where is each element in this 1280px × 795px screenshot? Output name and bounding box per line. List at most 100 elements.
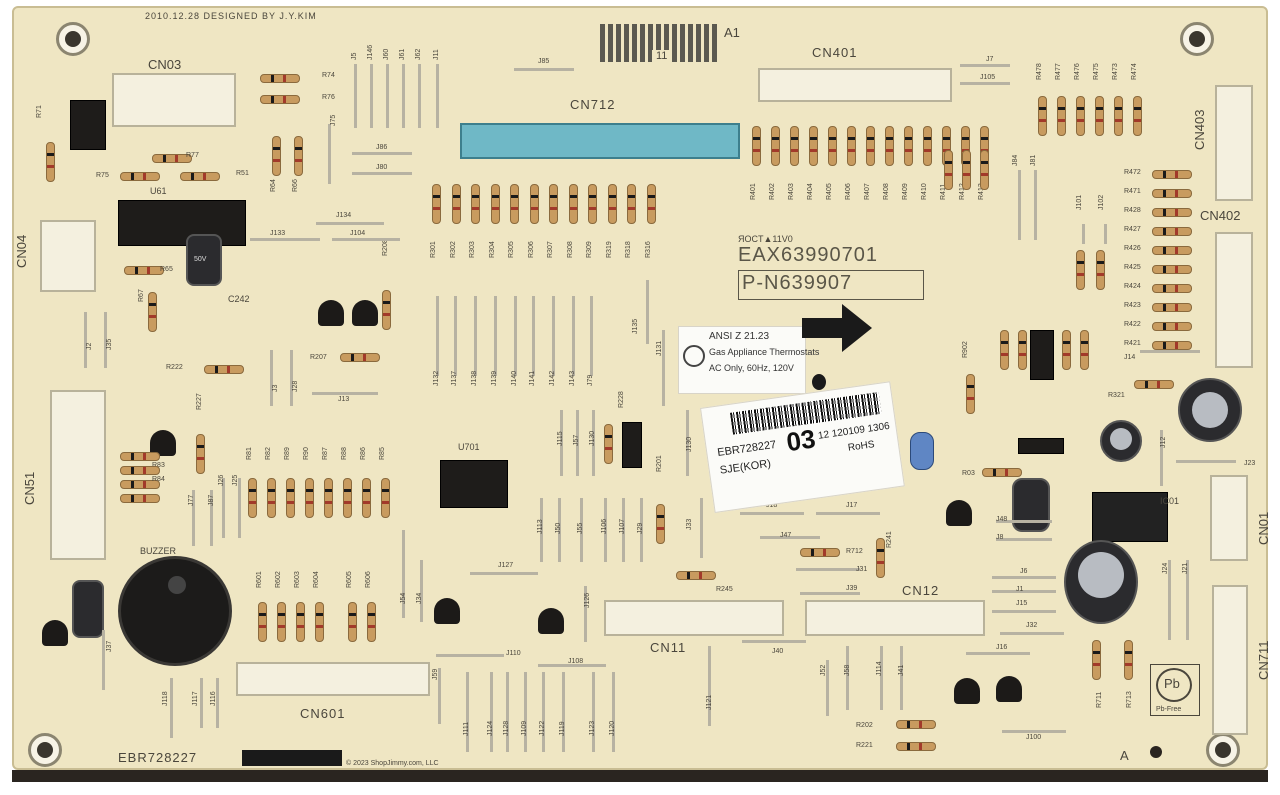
resistor-label: R51 <box>236 170 249 177</box>
jumper-wire <box>992 610 1056 613</box>
resistor-label: R89 <box>284 447 291 460</box>
resistor-r66 <box>294 136 303 176</box>
resistor <box>120 466 160 475</box>
resistor-label: R227 <box>196 393 203 410</box>
resistor-r300 <box>627 184 636 224</box>
jumper-label: J123 <box>589 720 596 736</box>
ebr-rohs: RoHS <box>847 439 876 454</box>
resistor-label: R425 <box>1124 264 1141 271</box>
jumper-label: J142 <box>549 370 556 386</box>
corner-label-a1: A1 <box>724 25 740 40</box>
mount-hole-tl <box>56 22 90 56</box>
cap-rating: 50V <box>194 256 207 263</box>
resistor-label: R65 <box>160 266 173 273</box>
jumper-wire <box>538 664 606 667</box>
resistor-r222 <box>204 365 244 374</box>
jumper-wire <box>800 592 860 595</box>
jumper-wire <box>104 312 107 368</box>
jumper-wire <box>740 512 804 515</box>
cn601-label: CN601 <box>300 706 346 721</box>
resistor <box>1062 330 1071 370</box>
connector-cn03 <box>112 73 236 127</box>
part-number: P-N639907 <box>742 272 853 294</box>
resistor-r84 <box>120 480 160 489</box>
resistor-r67 <box>148 292 157 332</box>
jumper-label: J31 <box>856 566 868 573</box>
jumper-label: J18 <box>766 502 778 509</box>
mount-hole-tr <box>1180 22 1214 56</box>
capacitor-c02-top <box>1110 428 1132 450</box>
jumper-label: J124 <box>487 720 494 736</box>
resistor-label: R902 <box>962 341 969 358</box>
jumper-label: J6 <box>1020 568 1028 575</box>
jumper-label: J75 <box>330 114 337 126</box>
jumper-label: J130 <box>589 430 596 446</box>
resistor-r600 <box>348 602 357 642</box>
jumper-label: J110 <box>506 650 521 657</box>
jumper-wire <box>542 672 545 752</box>
transistor-q202 <box>538 608 564 634</box>
jumper-wire <box>250 238 320 241</box>
resistor-r300 <box>607 184 617 224</box>
jumper-label: J34 <box>416 592 423 604</box>
resistor-label: R476 <box>1074 63 1081 80</box>
jumper-wire <box>540 498 543 562</box>
jumper-wire <box>328 124 331 184</box>
jumper-wire <box>1002 730 1066 733</box>
arrow-right-icon <box>802 304 872 352</box>
jumper-label: J113 <box>537 519 544 534</box>
resistor-label: R64 <box>270 179 277 192</box>
jumper-wire <box>1168 560 1171 640</box>
jumper-label: J33 <box>686 518 693 530</box>
jumper-label: J13 <box>338 396 350 403</box>
jumper-wire <box>996 520 1052 523</box>
jumper-wire <box>640 498 643 562</box>
resistor-label: R407 <box>864 183 871 200</box>
resistor-r83 <box>120 452 160 461</box>
jumper-wire <box>996 538 1052 541</box>
ic-u61 <box>118 200 246 246</box>
jumper-wire <box>760 536 820 539</box>
jumper-label: J11 <box>433 49 440 60</box>
jumper-wire <box>584 586 587 642</box>
jumper-wire <box>576 410 579 476</box>
resistor-label: R472 <box>1124 169 1141 176</box>
jumper-label: J107 <box>619 518 626 534</box>
jumper-label: J50 <box>555 522 562 534</box>
jumper-label: J54 <box>400 592 407 604</box>
jumper-label: J1 <box>1016 586 1024 593</box>
part-number-box <box>738 270 924 300</box>
corner-dot <box>1150 746 1162 758</box>
jumper-label: J115 <box>557 431 564 446</box>
connector-cn712 <box>460 123 740 159</box>
jumper-label: J21 <box>1182 562 1189 574</box>
jumper-wire <box>524 672 527 752</box>
resistor-label: R308 <box>566 241 574 258</box>
jumper-wire <box>386 64 389 128</box>
resistor-label: R712 <box>846 548 863 555</box>
resistor-label: R87 <box>322 447 329 460</box>
ic-ic01-regulator <box>1092 492 1168 542</box>
transistor-q230 <box>150 430 176 456</box>
jumper-wire <box>742 640 806 643</box>
resistor <box>120 494 160 503</box>
resistor <box>980 150 989 190</box>
resistor-r65 <box>124 266 164 275</box>
resistor-label: R82 <box>265 447 272 460</box>
jumper-wire <box>562 672 565 752</box>
jumper-label: J119 <box>559 721 566 736</box>
jumper-label: J128 <box>503 720 510 736</box>
jumper-label: J37 <box>106 640 113 652</box>
resistor-label: R86 <box>360 447 367 460</box>
jumper-label: J139 <box>491 370 498 386</box>
jumper-wire <box>796 568 860 571</box>
resistor-r400 <box>923 126 932 166</box>
resistor-r600 <box>258 602 267 642</box>
jumper-label: J135 <box>632 318 639 334</box>
jumper-label: J133 <box>270 230 286 237</box>
jumper-wire <box>590 296 593 376</box>
resistor-label: R305 <box>508 241 515 258</box>
cn402-label: CN402 <box>1200 208 1241 223</box>
resistor-r300 <box>568 184 578 224</box>
jumper-wire <box>1186 560 1189 640</box>
